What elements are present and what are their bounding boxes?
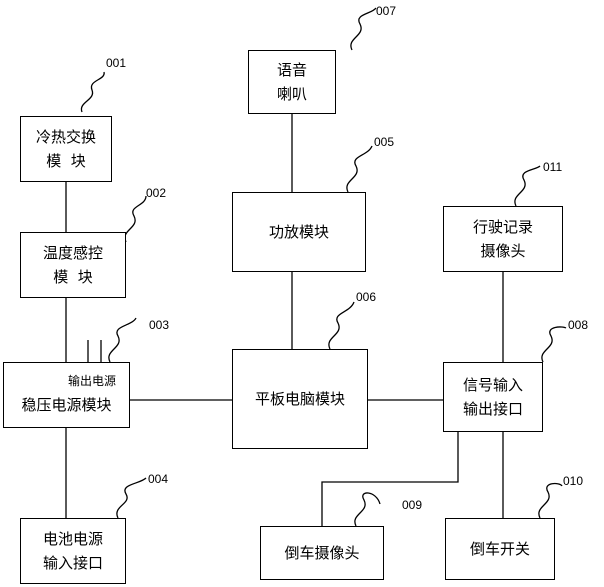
dashcam-box: 行驶记录 摄像头 bbox=[443, 206, 563, 272]
leader-002 bbox=[124, 195, 147, 243]
leader-001 bbox=[80, 71, 105, 113]
ref-005: 005 bbox=[374, 135, 395, 149]
heat-exchange-module-box: 冷热交换 模 块 bbox=[20, 116, 112, 182]
signal-io-interface-box: 信号输入 输出接口 bbox=[443, 362, 543, 432]
wire-008-009 bbox=[321, 432, 459, 526]
leader-005 bbox=[346, 145, 373, 193]
regulated-power-module-box: 稳压电源模块 bbox=[3, 362, 130, 428]
heat-exchange-module-line-1: 冷热交换 bbox=[35, 128, 96, 146]
leader-003 bbox=[108, 317, 137, 363]
leader-008 bbox=[541, 326, 567, 363]
reverse-camera-box: 倒车摄像头 bbox=[260, 526, 384, 580]
tablet-pc-module-box: 平板电脑模块 bbox=[232, 349, 368, 449]
regulated-power-module-line-1: 稳压电源模块 bbox=[21, 396, 112, 414]
ref-003: 003 bbox=[149, 318, 170, 332]
battery-input-interface-box: 电池电源 输入接口 bbox=[20, 518, 126, 584]
signal-io-interface-line-1: 信号输入 bbox=[462, 376, 523, 394]
ref-004: 004 bbox=[148, 472, 169, 486]
leader-007 bbox=[350, 7, 377, 51]
temperature-control-module-line-2: 模 块 bbox=[53, 268, 93, 286]
ref-010: 010 bbox=[563, 474, 584, 488]
output-power-label: 输出电源 bbox=[68, 374, 117, 388]
ref-007: 007 bbox=[376, 4, 397, 18]
amplifier-module-box: 功放模块 bbox=[232, 192, 366, 272]
leader-006 bbox=[328, 301, 355, 350]
ref-009: 009 bbox=[402, 498, 423, 512]
ref-011: 011 bbox=[543, 160, 563, 174]
leader-011 bbox=[514, 165, 541, 207]
reverse-switch-box: 倒车开关 bbox=[445, 518, 555, 580]
battery-input-interface-line-2: 输入接口 bbox=[42, 554, 103, 572]
voice-speaker-line-2: 喇叭 bbox=[276, 85, 307, 103]
ref-008: 008 bbox=[568, 318, 589, 332]
temperature-control-module-line-1: 温度感控 bbox=[42, 244, 103, 262]
temperature-control-module-box: 温度感控 模 块 bbox=[20, 232, 126, 298]
dashcam-line-1: 行驶记录 bbox=[472, 218, 533, 236]
reverse-switch-line-1: 倒车开关 bbox=[469, 540, 530, 558]
heat-exchange-module-line-2: 模 块 bbox=[46, 152, 86, 170]
signal-io-interface-line-2: 输出接口 bbox=[462, 400, 523, 418]
leader-010 bbox=[538, 482, 563, 519]
leader-009 bbox=[354, 492, 381, 527]
reverse-camera-line-1: 倒车摄像头 bbox=[284, 544, 360, 562]
voice-speaker-line-1: 语音 bbox=[276, 61, 307, 79]
dashcam-line-2: 摄像头 bbox=[480, 242, 526, 260]
ref-006: 006 bbox=[356, 290, 377, 304]
tablet-pc-module-line-1: 平板电脑模块 bbox=[254, 390, 345, 408]
ref-002: 002 bbox=[146, 186, 167, 200]
amplifier-module-line-1: 功放模块 bbox=[268, 223, 329, 241]
battery-input-interface-line-1: 电池电源 bbox=[42, 530, 103, 548]
leader-004 bbox=[116, 477, 147, 519]
voice-speaker-box: 语音 喇叭 bbox=[248, 50, 336, 114]
ref-001: 001 bbox=[106, 56, 127, 70]
